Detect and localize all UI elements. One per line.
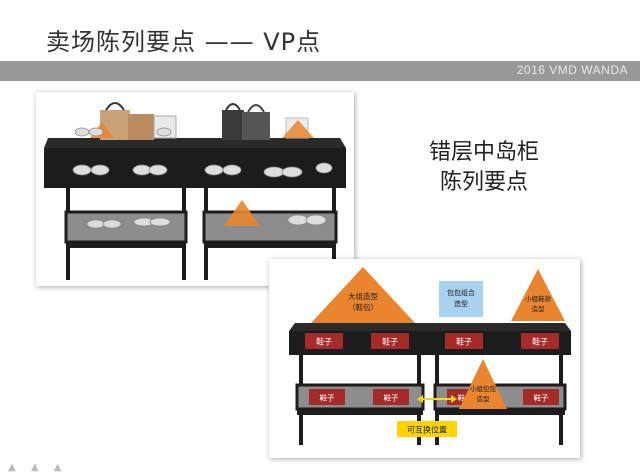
swap-arrow-left-head bbox=[417, 395, 423, 403]
lower-triangle-line-2: 造型 bbox=[477, 394, 491, 403]
right-triangle-line-2: 造型 bbox=[532, 304, 546, 313]
section-heading: 错层中岛柜 陈列要点 bbox=[420, 138, 548, 198]
bottom-label-2: 鞋子 bbox=[384, 393, 399, 403]
display-table-diagram: 鞋子 鞋子 鞋子 鞋子 鞋子 鞋子 鞋子 鞋子 大组造型 （鞋包） 包包组合 造… bbox=[269, 259, 580, 458]
swap-box bbox=[397, 421, 457, 437]
center-box-line-2: 造型 bbox=[454, 299, 468, 308]
footer-marks: ▲ ▲ ▲ bbox=[8, 462, 68, 473]
right-triangle bbox=[511, 269, 565, 321]
display-table-photo bbox=[36, 92, 354, 286]
slide-title: 卖场陈列要点 —— VP点 bbox=[46, 28, 322, 56]
bottom-label-box-1 bbox=[309, 389, 345, 405]
top-label-2: 鞋子 bbox=[382, 337, 398, 347]
title-band: 2016 VMD WANDA bbox=[0, 61, 640, 81]
lower-triangle-line-1: 小组包包 bbox=[470, 384, 497, 393]
lower-triangle bbox=[459, 359, 507, 409]
top-label-box-3 bbox=[445, 333, 483, 349]
top-label-box-4 bbox=[521, 333, 559, 349]
top-label-box-2 bbox=[371, 333, 409, 349]
center-box-line-1: 包包组合 bbox=[447, 288, 475, 297]
right-triangle-line-1: 小组鞋款 bbox=[525, 294, 552, 303]
bottom-label-box-2 bbox=[373, 389, 409, 405]
brand-label: 2016 VMD WANDA bbox=[516, 63, 628, 77]
top-label-box-1 bbox=[305, 333, 343, 349]
bottom-label-box-4 bbox=[523, 389, 559, 405]
big-triangle bbox=[311, 267, 415, 323]
big-triangle-line-2: （鞋包） bbox=[348, 302, 378, 312]
top-label-1: 鞋子 bbox=[316, 337, 332, 347]
heading-line-1: 错层中岛柜 bbox=[428, 140, 539, 165]
top-label-3: 鞋子 bbox=[456, 337, 472, 347]
top-label-4: 鞋子 bbox=[532, 337, 548, 347]
swap-arrow-right-head bbox=[451, 395, 457, 403]
bottom-label-1: 鞋子 bbox=[320, 393, 335, 403]
big-triangle-line-1: 大组造型 bbox=[348, 291, 378, 301]
heading-line-2: 陈列要点 bbox=[439, 170, 528, 195]
bottom-label-4: 鞋子 bbox=[534, 393, 549, 403]
center-box bbox=[439, 281, 483, 317]
swap-label: 可互换位置 bbox=[407, 425, 447, 435]
